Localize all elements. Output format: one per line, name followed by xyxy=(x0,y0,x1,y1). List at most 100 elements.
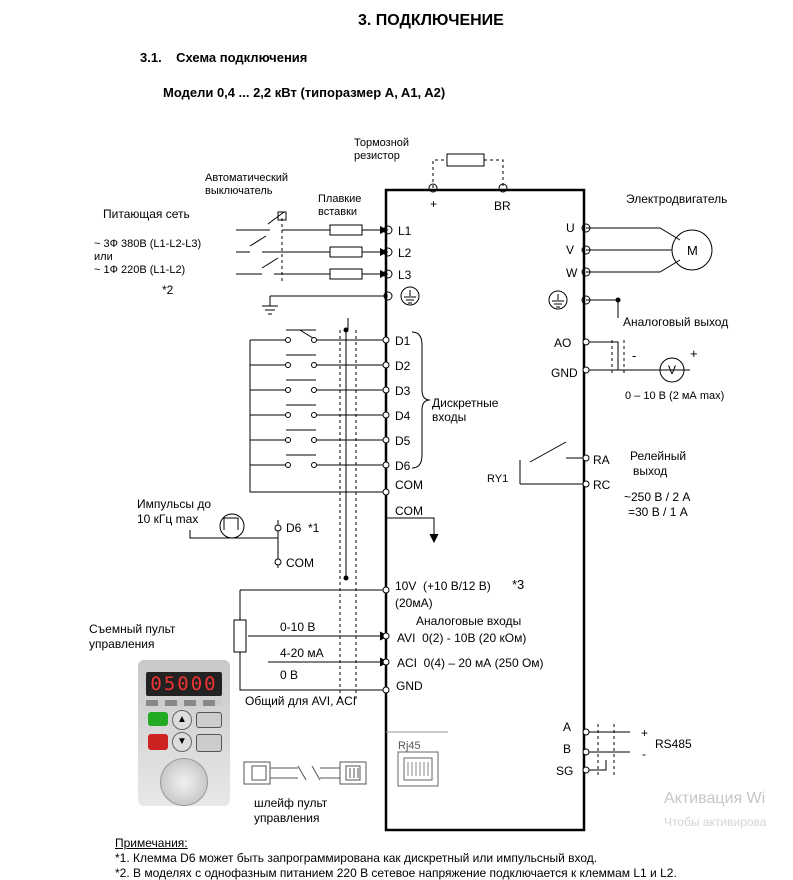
keypad-label-1: Съемный пульт xyxy=(89,622,176,636)
cable-label-1: шлейф пульт xyxy=(254,796,328,810)
fuse-l3 xyxy=(329,268,363,280)
note-2: *2. В моделях с однофазным питанием 220 … xyxy=(115,866,677,880)
keypad-image: 05000 ▲ ▼ xyxy=(138,660,230,806)
ma420-label: 4-20 мА xyxy=(280,646,324,660)
pulse-symbol xyxy=(223,517,239,530)
ao-plus-label: + xyxy=(690,346,698,361)
relay-label-1: Релейный xyxy=(630,449,687,463)
u-label: U xyxy=(566,221,575,235)
section-title: 3. ПОДКЛЮЧЕНИЕ xyxy=(358,12,504,29)
rj45-port xyxy=(397,751,439,787)
keypad-up-button: ▲ xyxy=(172,710,192,730)
relay-contact xyxy=(519,441,586,485)
potentiometer xyxy=(233,619,247,653)
discrete-brace xyxy=(411,331,431,469)
models-title: Модели 0,4 ... 2,2 кВт (типоразмер A, A1… xyxy=(163,85,446,100)
rc-label: RC xyxy=(593,478,611,492)
breaker-contacts xyxy=(249,211,285,269)
mains-earth xyxy=(262,295,388,315)
mains-spec-2: или xyxy=(94,251,113,263)
brake-resistor-label-2: резистор xyxy=(354,150,400,162)
d5-label: D5 xyxy=(395,434,411,448)
gnd2-label: GND xyxy=(551,366,578,380)
sg-label: SG xyxy=(556,764,574,778)
b-label: B xyxy=(563,742,572,756)
discrete-switches xyxy=(250,329,388,466)
w-label: W xyxy=(566,266,578,280)
com-label: COM xyxy=(395,478,423,492)
d1-label: D1 xyxy=(395,334,411,348)
cable-plug-left xyxy=(243,761,298,785)
pulses-label-2: 10 кГц max xyxy=(137,512,199,526)
keypad-mode-button xyxy=(196,712,222,728)
v-label: V xyxy=(566,243,575,257)
mains-spec-3: ~ 1Ф 220В (L1-L2) xyxy=(94,264,186,276)
mains-spec-1: ~ 3Ф 380В (L1-L2-L3) xyxy=(94,238,202,250)
voltmeter xyxy=(659,357,685,383)
rj45-label: Rj45 xyxy=(398,740,421,752)
fuse-l1 xyxy=(329,224,363,236)
relay-label-2: выход xyxy=(633,464,668,478)
fuses-label-1: Плавкие xyxy=(318,193,362,205)
keypad-label-2: управления xyxy=(89,637,155,651)
terminal-circles xyxy=(383,183,591,305)
discrete-label-2: входы xyxy=(432,410,467,424)
analog-in-label: Аналоговые входы xyxy=(416,614,522,628)
rs485-minus: - xyxy=(642,747,646,761)
note2-mark: *2 xyxy=(162,283,174,297)
motor-m-label: M xyxy=(687,243,698,258)
ra-label: RA xyxy=(593,453,610,467)
v0-label: 0 В xyxy=(280,668,299,682)
discrete-bus xyxy=(249,340,388,493)
note-1: *1. Клемма D6 может быть запрограммирова… xyxy=(115,851,598,865)
v10-label: 10V (+10 В/12 В) xyxy=(395,579,491,593)
keypad-lcd: 05000 xyxy=(146,672,222,696)
relay-spec-1: ~250 В / 2 А xyxy=(624,490,691,504)
cable-label-2: управления xyxy=(254,811,320,825)
plus-terminal-label: + xyxy=(430,197,438,211)
com-output xyxy=(386,517,435,538)
pot-wiring xyxy=(239,589,388,691)
keypad-run-button xyxy=(148,712,168,726)
ma20-label: (20мА) xyxy=(395,596,433,610)
shield-cable xyxy=(339,330,357,700)
analog-out-label: Аналоговый выход xyxy=(623,315,729,329)
cable-break xyxy=(297,765,321,781)
earth-symbol-left xyxy=(400,286,420,306)
brake-resistor xyxy=(446,153,485,167)
l3-label: L3 xyxy=(398,268,412,282)
brake-resistor-wire xyxy=(432,159,504,188)
discrete-label-1: Дискретные xyxy=(432,396,499,410)
motor xyxy=(671,229,713,271)
d6-label: D6 xyxy=(395,459,411,473)
common-avi-label: Общий для AVI, ACI xyxy=(245,694,357,708)
cable-plug-right xyxy=(320,761,367,785)
brake-resistor-label-1: Тормозной xyxy=(354,137,410,149)
v010-label: 0-10 В xyxy=(280,620,316,634)
d4-label: D4 xyxy=(395,409,411,423)
rs485-wiring xyxy=(586,731,630,771)
rs485-shield xyxy=(597,724,615,776)
keypad-leds xyxy=(146,700,222,706)
ao-wiring xyxy=(586,299,690,371)
aci-label: ACI 0(4) – 20 мА (250 Ом) xyxy=(397,656,544,670)
note3-mark: *3 xyxy=(512,577,525,592)
notes-title: Примечания: xyxy=(115,836,188,850)
breaker-label-2: выключатель xyxy=(205,185,273,197)
ry1-label: RY1 xyxy=(487,473,509,485)
d6-pulse-label: D6 *1 xyxy=(286,521,320,535)
voltmeter-label: V xyxy=(668,363,677,377)
pulse-wire xyxy=(189,520,279,568)
keypad-dial xyxy=(160,758,208,806)
rs485-plus: + xyxy=(641,726,649,740)
breaker-handle xyxy=(277,211,287,221)
rs485-label: RS485 xyxy=(655,737,692,751)
avi-label: AVI 0(2) - 10В (20 кОм) xyxy=(397,631,527,645)
motor-label: Электродвигатель xyxy=(626,192,728,206)
com2-label: COM xyxy=(395,504,423,518)
drive-outline xyxy=(384,188,586,832)
com-arrow xyxy=(429,533,439,544)
analog-terminal-dots xyxy=(382,586,390,694)
discrete-switch-dots xyxy=(285,337,317,468)
